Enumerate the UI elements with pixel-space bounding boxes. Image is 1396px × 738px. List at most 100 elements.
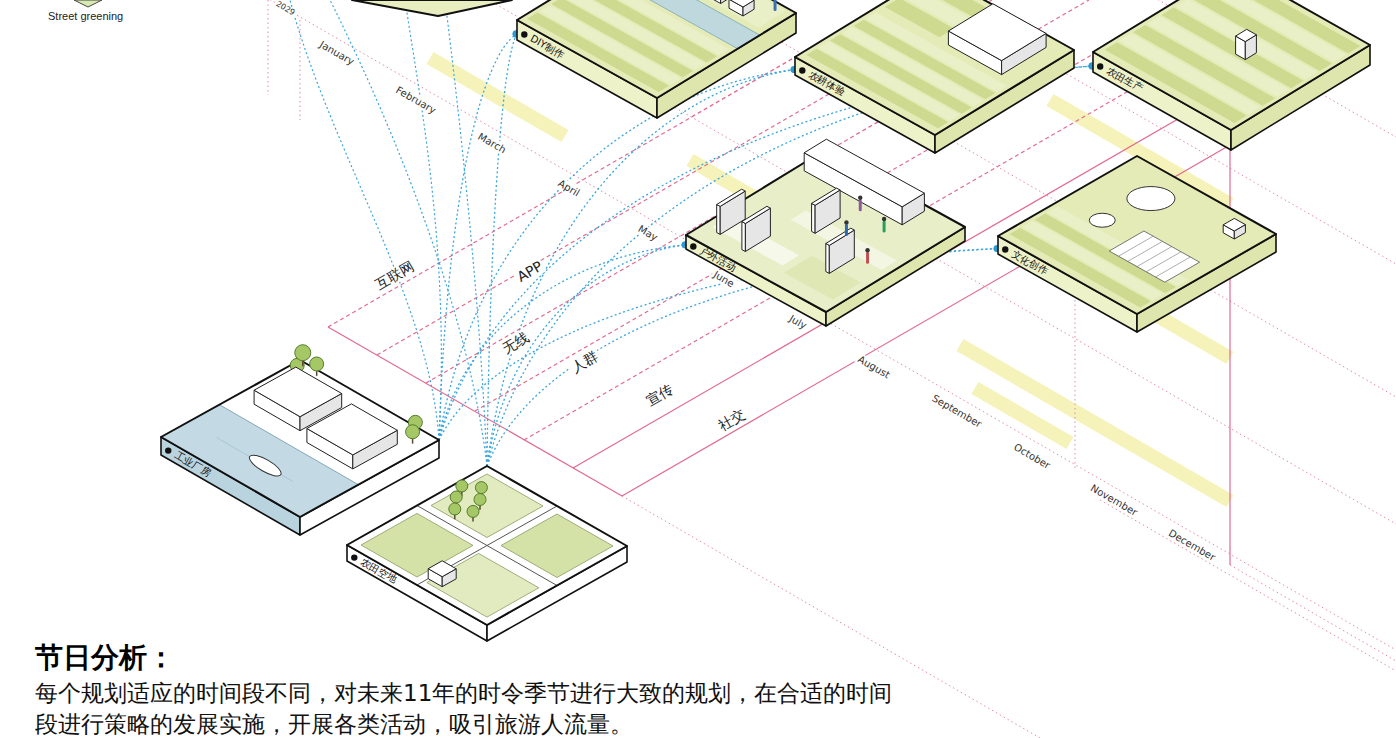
path-line: [417, 506, 557, 586]
building-roof: [254, 367, 342, 417]
season-band: [960, 345, 1230, 501]
month-label: December: [1165, 526, 1219, 563]
tree-crown: [295, 345, 311, 361]
tile-outline: [347, 466, 627, 625]
month-label: March: [474, 130, 509, 157]
tile-block: 农耕体验: [795, 0, 1074, 153]
tile-block: 工业厂房: [161, 360, 439, 535]
month-label: February: [392, 83, 439, 117]
field: [632, 0, 786, 28]
connector: [487, 66, 1093, 466]
grid-line: [480, 0, 1396, 524]
tree-crown: [456, 480, 468, 492]
tree-crown: [406, 425, 420, 439]
tile-icon: [1002, 246, 1008, 252]
grid-line: [1100, 500, 1396, 671]
month-label: January: [316, 38, 358, 68]
connector: [439, 66, 1093, 440]
building-face: [826, 244, 830, 274]
tile-illustration: [795, 0, 1074, 153]
connector: [487, 249, 998, 466]
tile-top: [1093, 0, 1370, 130]
tile-illustration: [686, 150, 965, 326]
field: [784, 256, 861, 300]
tile-illustration: [1093, 0, 1370, 150]
building-face: [717, 205, 721, 235]
tile-block: 文化创作: [998, 156, 1276, 332]
tile-ground: [1010, 187, 1200, 308]
channel-label: 互联网: [371, 258, 419, 294]
building-roof: [1236, 29, 1257, 41]
season-band: [430, 58, 565, 136]
person-head: [865, 248, 869, 252]
tile-illustration: [161, 360, 439, 535]
year-label: 2029: [272, 0, 297, 19]
connector: [487, 245, 686, 466]
channel-label: 社交: [714, 405, 749, 434]
tile-block: 农田生产: [1093, 0, 1370, 150]
tile-ground: [361, 474, 613, 617]
tile-outline: [161, 360, 439, 517]
tile-icon: [1097, 63, 1103, 69]
person: [866, 253, 869, 262]
building-face: [812, 203, 816, 233]
channel-line: [524, 0, 1286, 440]
link-line: [445, 0, 487, 466]
channel-line: [426, 0, 1089, 383]
field: [1109, 231, 1199, 282]
channel-label: 无线: [498, 328, 533, 357]
channel-line: [573, 89, 1230, 468]
tile-icon: [521, 31, 527, 37]
grid-line: [300, 20, 301, 120]
tile-outline: [795, 0, 1074, 135]
connector: [487, 34, 517, 466]
building-roof: [804, 139, 924, 207]
path-line: [417, 506, 557, 585]
building-roof: [826, 228, 855, 245]
tree-crown: [450, 491, 462, 503]
building-roof: [948, 4, 1046, 61]
tile-block: DIY制作: [517, 0, 796, 118]
building-roof: [812, 188, 841, 205]
person-head: [844, 220, 848, 224]
building-roof: [307, 404, 397, 455]
yellow-bands: [430, 58, 1230, 501]
grid-line: [268, 0, 269, 95]
building-face: [742, 222, 746, 252]
person-head: [858, 196, 862, 200]
building-face: [705, 0, 720, 4]
person: [774, 0, 777, 9]
month-label: November: [1087, 481, 1141, 519]
channel-label: 人群: [567, 347, 602, 376]
link-line: [405, 0, 441, 440]
channel-label: APP: [513, 258, 547, 287]
tile-icon: [799, 67, 805, 73]
title: 节日分析：: [35, 641, 175, 675]
tile-outline: [1093, 0, 1370, 130]
person: [883, 222, 886, 231]
path-line: [1146, 252, 1181, 272]
month-label: April: [555, 177, 584, 200]
person: [859, 201, 862, 210]
tree-crown: [449, 503, 461, 515]
tile-outline: [686, 150, 965, 312]
building-roof: [428, 561, 456, 577]
path-line: [1156, 257, 1191, 277]
building-roof: [1223, 218, 1245, 231]
tree-crown: [467, 505, 479, 517]
tree-crown: [474, 494, 486, 506]
month-label: September: [929, 391, 986, 430]
tile-illustration: [347, 466, 627, 641]
field: [431, 474, 543, 538]
path-line: [1137, 247, 1172, 267]
tile-outline: [998, 156, 1276, 314]
path-line: [1118, 236, 1153, 256]
tile-block: 农田空地: [347, 466, 627, 641]
caption: 每个规划适应的时间段不同，对未来11年的时令季节进行大致的规划，在合适的时间段进…: [35, 678, 897, 738]
timeline: [262, 0, 1396, 650]
pond: [1127, 187, 1175, 211]
legend-icon: [74, 0, 102, 7]
